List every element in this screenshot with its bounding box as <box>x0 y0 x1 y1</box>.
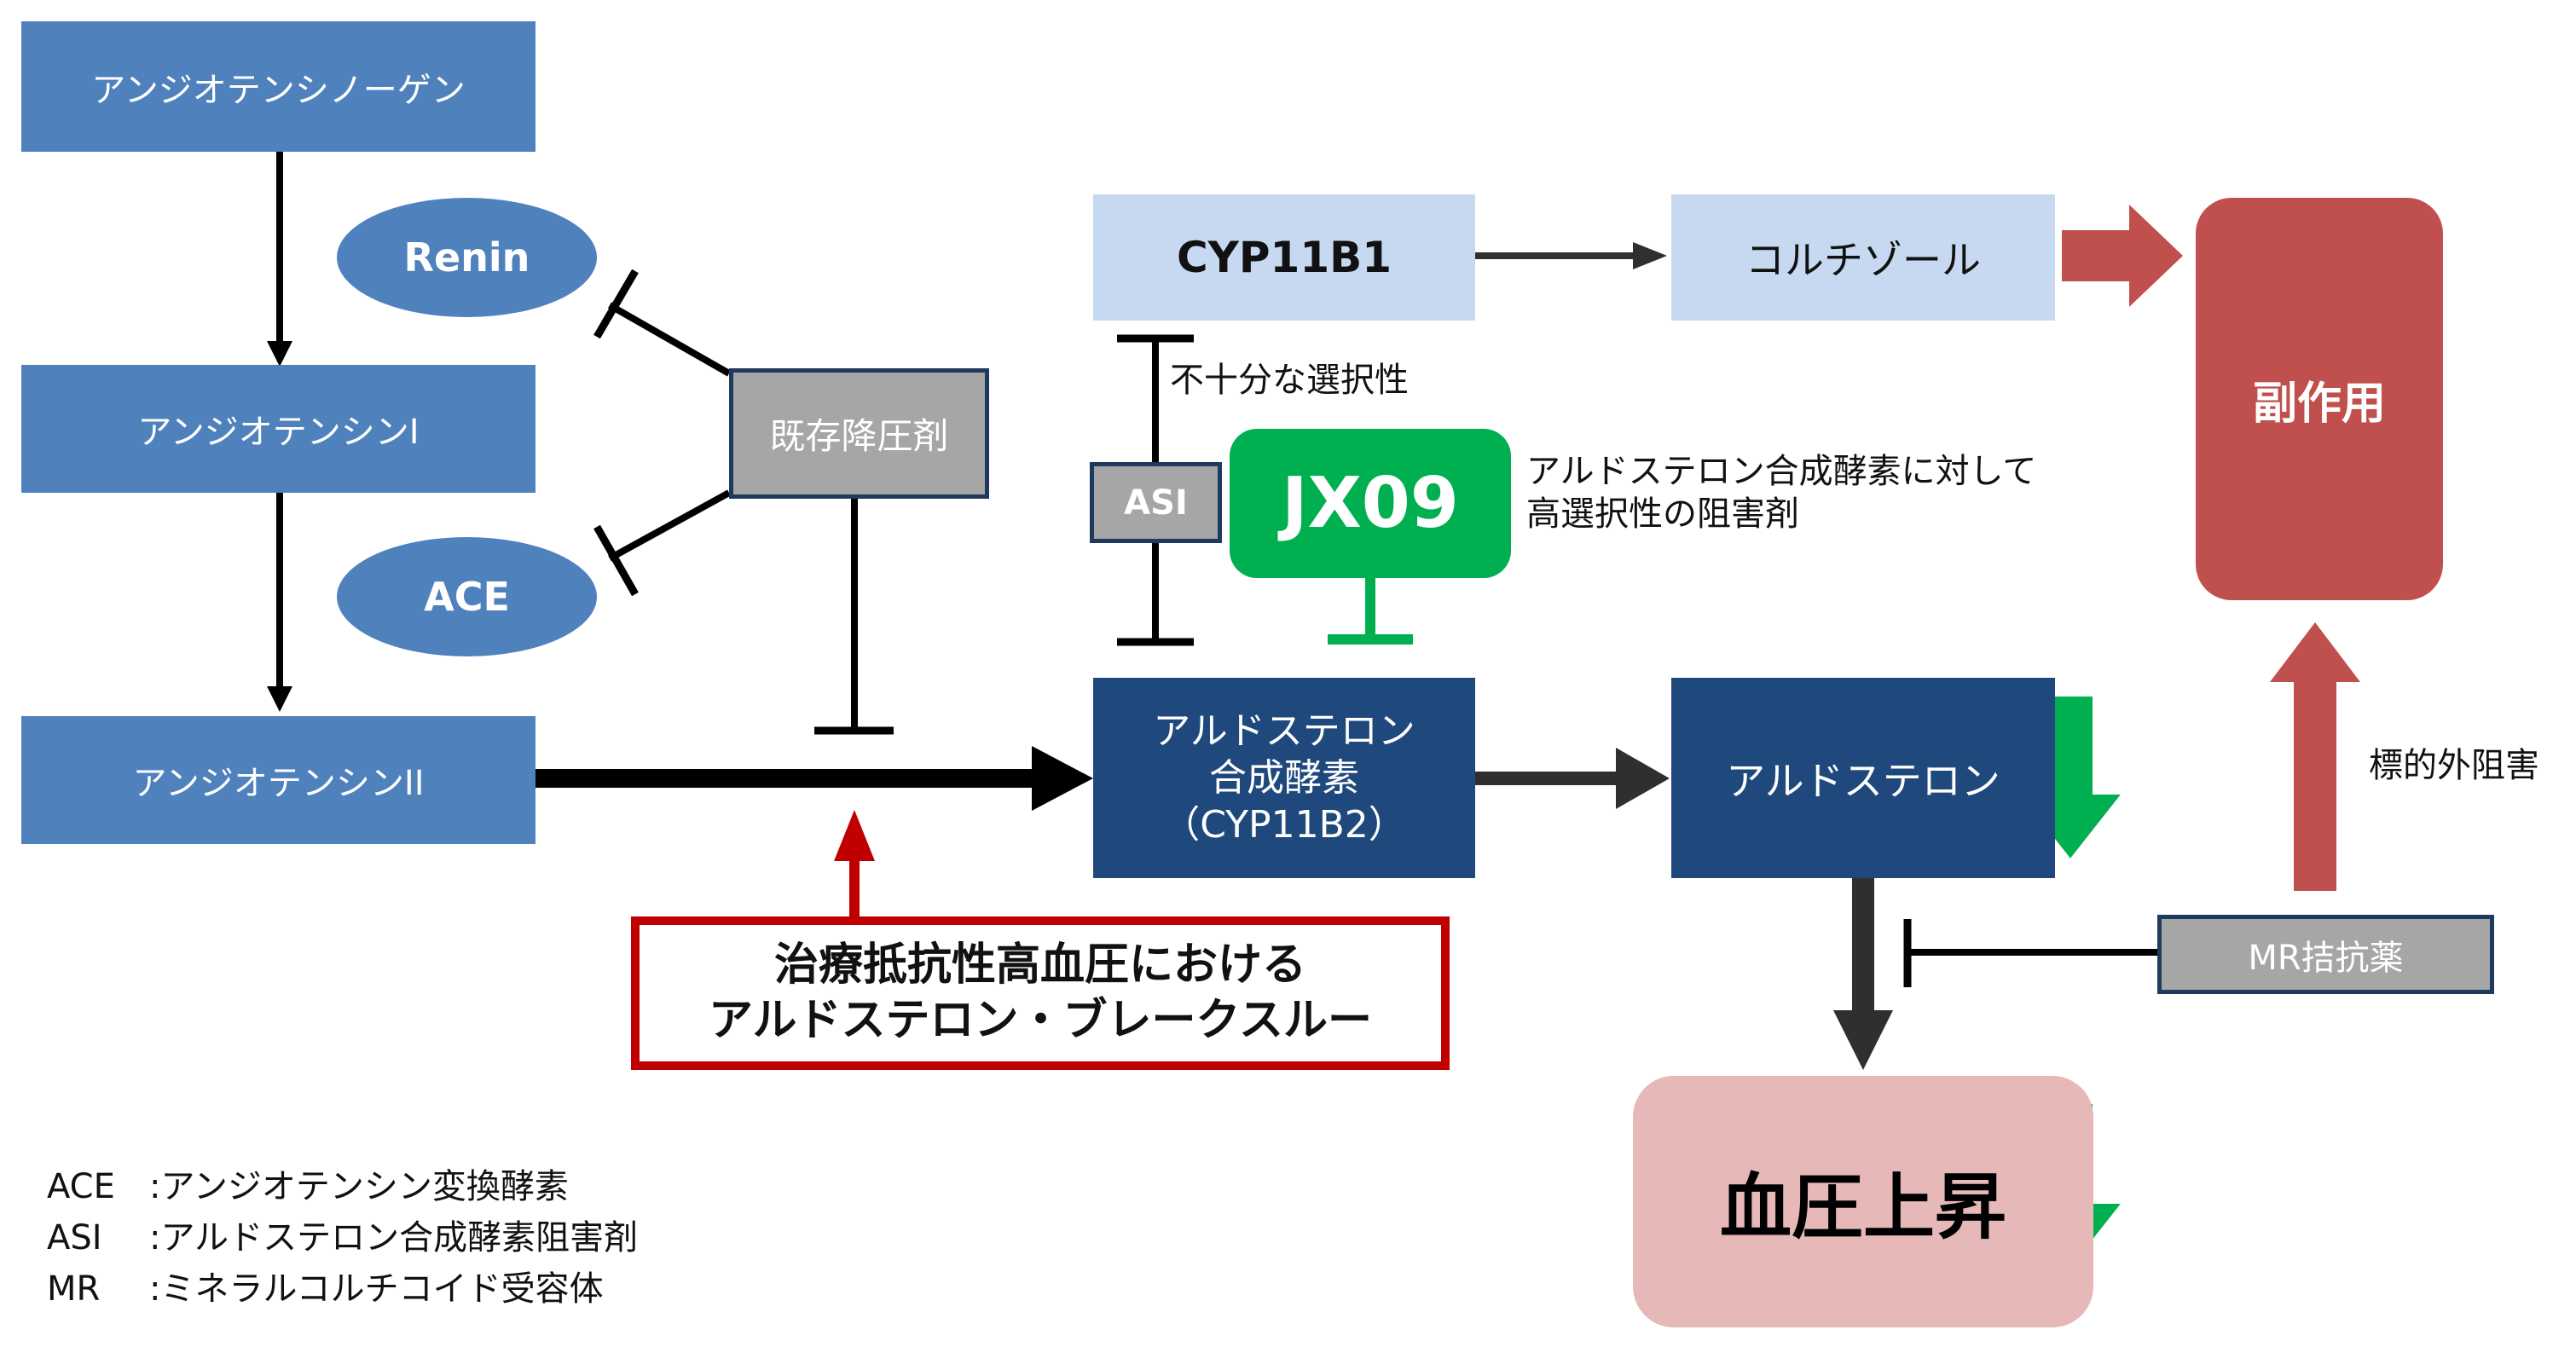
legend-desc: :アンジオテンシン変換酵素 <box>149 1167 569 1206</box>
inhibit-renin-line <box>608 302 731 377</box>
jx09-label: JX09 <box>1282 463 1459 544</box>
inhibit-ace-bar <box>593 524 639 597</box>
mr-antagonist-label: MR拮抗薬 <box>2248 938 2404 978</box>
node-asi: ASI <box>1090 462 1222 543</box>
breakthrough-label: 治療抵抗性高血圧における アルドステロン・ブレークスルー <box>709 939 1372 1046</box>
side-effects-label: 副作用 <box>2252 378 2386 430</box>
node-mr-antagonist: MR拮抗薬 <box>2157 915 2494 994</box>
arrowhead-ang2 <box>267 686 292 712</box>
legend-row-asi: ASI :アルドステロン合成酵素阻害剤 <box>47 1212 638 1263</box>
arrowhead-ang1 <box>267 341 292 367</box>
node-cyp11b1: CYP11B1 <box>1093 194 1475 321</box>
inhibit-ace-line <box>608 489 731 562</box>
angiotensin-1-label: アンジオテンシンI <box>137 413 420 452</box>
arrowhead-bp <box>1833 1010 1893 1070</box>
arrow-off-target <box>2270 622 2360 891</box>
arrow-cortisol-to-side-effects <box>2062 205 2183 307</box>
legend-desc: :ミネラルコルチコイド受容体 <box>149 1269 604 1309</box>
node-angiotensin-2: アンジオテンシンII <box>21 716 535 844</box>
node-renin: Renin <box>337 198 597 317</box>
ace-label: ACE <box>424 574 510 620</box>
node-aldosterone-synthase: アルドステロン 合成酵素 （CYP11B2） <box>1093 678 1475 878</box>
arrowhead-aldosterone <box>1616 748 1670 809</box>
angiotensin-2-label: アンジオテンシンII <box>132 764 425 803</box>
node-existing-drugs: 既存降圧剤 <box>729 368 989 499</box>
node-aldosterone: アルドステロン <box>1671 678 2055 878</box>
breakthrough-arrowhead <box>834 810 875 861</box>
existing-drugs-label: 既存降圧剤 <box>769 415 949 457</box>
legend-row-ace: ACE :アンジオテンシン変換酵素 <box>47 1161 638 1212</box>
inhibit-renin-bar <box>593 269 639 339</box>
off-target-label: 標的外阻害 <box>2369 746 2539 785</box>
node-cortisol: コルチゾール <box>1671 194 2055 321</box>
jx09-note: アルドステロン合成酵素に対して 高選択性の阻害剤 <box>1526 452 2037 534</box>
node-ace: ACE <box>337 537 597 656</box>
legend: ACE :アンジオテンシン変換酵素 ASI :アルドステロン合成酵素阻害剤 MR :ミ… <box>47 1161 638 1315</box>
node-side-effects: 副作用 <box>2196 198 2443 600</box>
breakthrough-box: 治療抵抗性高血圧における アルドステロン・ブレークスルー <box>631 916 1450 1070</box>
legend-desc: :アルドステロン合成酵素阻害剤 <box>149 1218 639 1257</box>
arrowhead-synthase <box>1032 746 1093 811</box>
legend-abbr: ASI <box>47 1218 102 1257</box>
node-bp-rise: 血圧上昇 <box>1633 1076 2093 1327</box>
legend-abbr: MR <box>47 1269 101 1309</box>
angiotensinogen-label: アンジオテンシノーゲン <box>91 70 466 110</box>
legend-row-mr: MR :ミネラルコルチコイド受容体 <box>47 1263 638 1315</box>
insufficient-selectivity-label: 不十分な選択性 <box>1170 361 1409 400</box>
node-angiotensinogen: アンジオテンシノーゲン <box>21 21 535 152</box>
aldosterone-label: アルドステロン <box>1726 757 2000 804</box>
cyp11b1-label: CYP11B1 <box>1176 233 1392 282</box>
node-jx09: JX09 <box>1230 429 1511 578</box>
arrowhead-cortisol <box>1633 242 1667 269</box>
node-angiotensin-1: アンジオテンシンI <box>21 365 535 493</box>
cortisol-label: コルチゾール <box>1745 237 1981 283</box>
aldosterone-synthase-label: アルドステロン 合成酵素 （CYP11B2） <box>1153 709 1415 847</box>
renin-label: Renin <box>403 234 530 280</box>
legend-abbr: ACE <box>47 1167 115 1206</box>
asi-label: ASI <box>1124 483 1188 523</box>
bp-rise-label: 血圧上昇 <box>1719 1165 2006 1249</box>
